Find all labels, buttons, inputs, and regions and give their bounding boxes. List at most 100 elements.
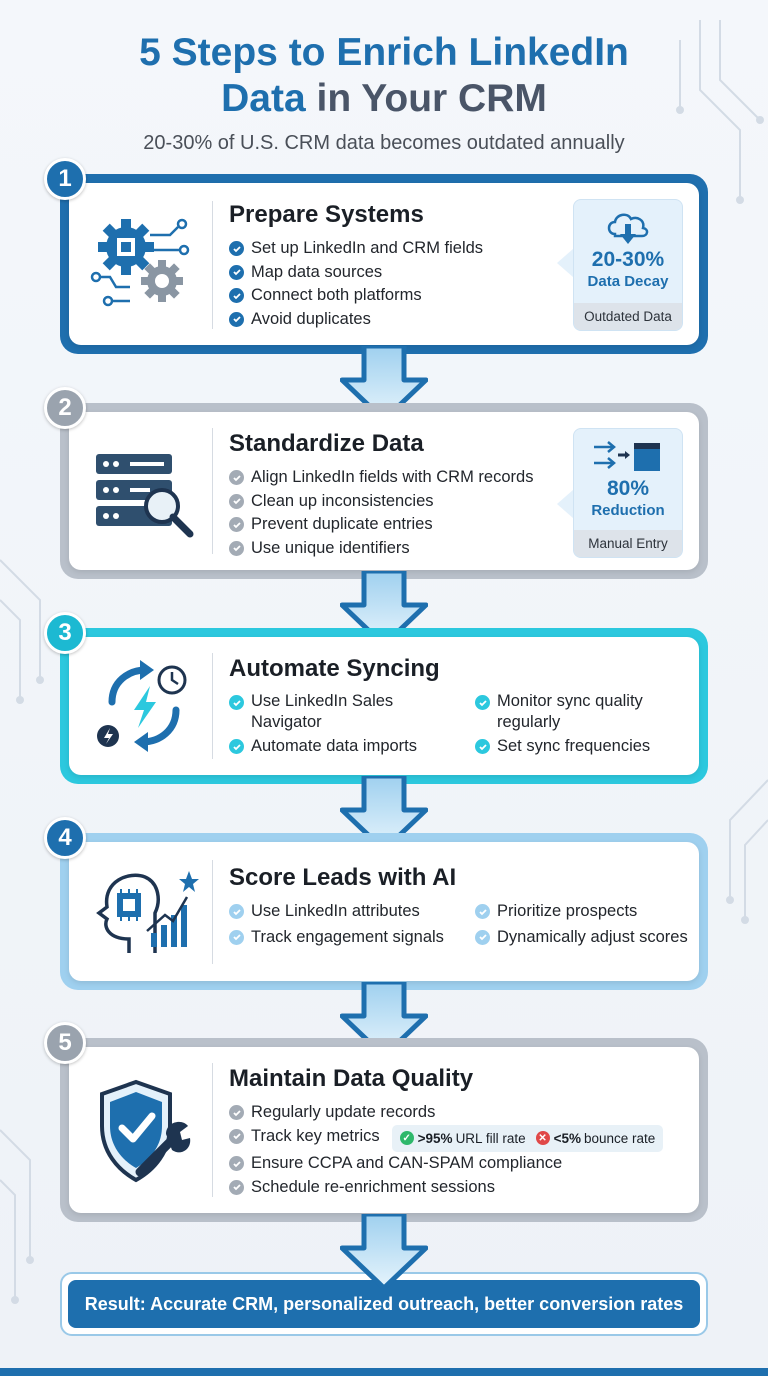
list-item-text: Dynamically adjust scores [497,927,688,946]
list-item: Connect both platforms [229,284,689,308]
check-icon [475,929,490,945]
list-item: Prevent duplicate entries [229,513,689,537]
stat-card-data-decay: 20-30% Data Decay Outdated Data [573,199,683,331]
list-item-text: Ensure CCPA and CAN-SPAM compliance [251,1154,563,1172]
list-item-text: Prevent duplicate entries [251,515,433,533]
step-number-badge: 4 [44,817,86,859]
step-3-list: Use LinkedIn Sales Navigator Monitor syn… [229,691,689,759]
title-text-2-blue: Data [221,77,306,120]
list-item-text: Monitor sync quality regularly [497,692,643,731]
down-arrow-icon [340,982,428,1058]
list-item-text: Use unique identifiers [251,538,410,557]
divider [212,428,213,554]
list-item: Prioritize prospects [475,900,695,924]
step-3-content: Automate Syncing Use LinkedIn Sales Navi… [229,655,689,759]
cloud-download-icon [574,208,682,248]
list-item: Ensure CCPA and CAN-SPAM compliance [229,1152,689,1176]
ai-head-growth-icon [83,858,205,966]
sync-lightning-clock-icon [83,651,205,761]
step-2-list: Align LinkedIn fields with CRM records C… [229,466,689,560]
metric-url-fill-rate: ✓>95%URL fill rate [399,1127,526,1151]
stat-card-manual-entry: 80% Reduction Manual Entry [573,428,683,558]
check-circle-icon: ✓ [399,1131,414,1146]
check-icon [229,1105,244,1120]
step-1-content: Prepare Systems Set up LinkedIn and CRM … [229,201,689,331]
check-icon [229,264,244,280]
list-item-text: Clean up inconsistencies [251,491,434,510]
list-item: Clean up inconsistencies [229,490,689,514]
stat-footer: Manual Entry [574,530,682,557]
step-5-list: Regularly update records Track key metri… [229,1101,689,1199]
list-item-text: Prioritize prospects [497,902,638,920]
stat-pointer [557,249,573,277]
page-title-line-1: 5 Steps to Enrich LinkedIn [0,30,768,76]
list-item-text: Align LinkedIn fields with CRM records [251,468,534,486]
server-magnifier-icon [83,434,205,550]
list-item-text: Map data sources [251,262,383,281]
step-number-badge: 2 [44,387,86,429]
step-4-content: Score Leads with AI Use LinkedIn attribu… [229,864,689,949]
arrows-into-box-icon [574,437,682,477]
list-item-text: Avoid duplicates [251,309,371,328]
subtitle: 20-30% of U.S. CRM data becomes outdated… [143,132,625,154]
stat-value: 20-30% [591,248,665,271]
step-1-card: 1 [44,158,708,354]
check-icon [229,1179,244,1195]
list-item: Set up LinkedIn and CRM fields [229,237,689,261]
list-item: Schedule re-enrichment sessions [229,1176,689,1200]
stat-pointer [557,490,573,518]
check-icon [229,695,244,710]
list-item: Use LinkedIn attributes [229,900,467,924]
down-arrow-icon [340,776,428,852]
list-item: Dynamically adjust scores [475,926,695,950]
step-3-card: 3 Automate Syncing Use LinkedIn Sales N [44,612,708,784]
divider [212,201,213,329]
divider [212,1063,213,1197]
check-icon [229,493,244,509]
list-item-text: Schedule re-enrichment sessions [251,1177,495,1196]
check-icon [229,288,244,303]
step-1-list: Set up LinkedIn and CRM fields Map data … [229,237,689,331]
step-title: Prepare Systems [229,201,424,228]
check-icon [229,1156,244,1171]
bottom-strip [0,1368,768,1376]
list-item: Use LinkedIn Sales Navigator [229,691,467,733]
list-item-text: Set sync frequencies [497,737,651,755]
step-number-badge: 3 [44,612,86,654]
list-item: Automate data imports [229,735,467,759]
check-icon [229,241,244,256]
list-item-text: Track key metrics [251,1126,380,1145]
check-icon [475,904,490,919]
step-title: Standardize Data [229,430,424,457]
step-5-content: Maintain Data Quality Regularly update r… [229,1065,689,1199]
step-number-badge: 1 [44,158,86,200]
step-number-badge: 5 [44,1022,86,1064]
divider [212,653,213,759]
down-arrow-icon [340,571,428,647]
step-2-content: Standardize Data Align LinkedIn fields w… [229,430,689,560]
page-title-line-2: Data in Your CRM [0,76,768,122]
step-4-card: 4 Score Le [44,817,708,990]
list-item-text: Automate data imports [251,737,417,755]
check-icon [229,540,244,556]
down-arrow-icon [340,346,428,422]
list-item: Map data sources [229,261,689,285]
gears-circuit-icon [83,205,205,325]
step-4-list: Use LinkedIn attributes Prioritize prosp… [229,900,689,949]
step-title: Maintain Data Quality [229,1065,474,1092]
check-icon [229,470,244,485]
list-item-text: Track engagement signals [251,927,444,946]
list-item: Align LinkedIn fields with CRM records [229,466,689,490]
down-arrow-icon [340,1214,428,1290]
metrics-badges: ✓>95%URL fill rate ✕<5%bounce rate [391,1124,664,1152]
check-icon [229,1128,244,1144]
list-item: Avoid duplicates [229,308,689,332]
check-icon [475,739,490,754]
x-circle-icon: ✕ [535,1131,550,1146]
list-item: Use unique identifiers [229,537,689,561]
check-icon [229,929,244,945]
header: 5 Steps to Enrich LinkedIn Data in Your … [0,30,768,155]
stat-footer: Outdated Data [574,303,682,330]
list-item-text: Set up LinkedIn and CRM fields [251,239,484,257]
list-item: Set sync frequencies [475,735,695,759]
